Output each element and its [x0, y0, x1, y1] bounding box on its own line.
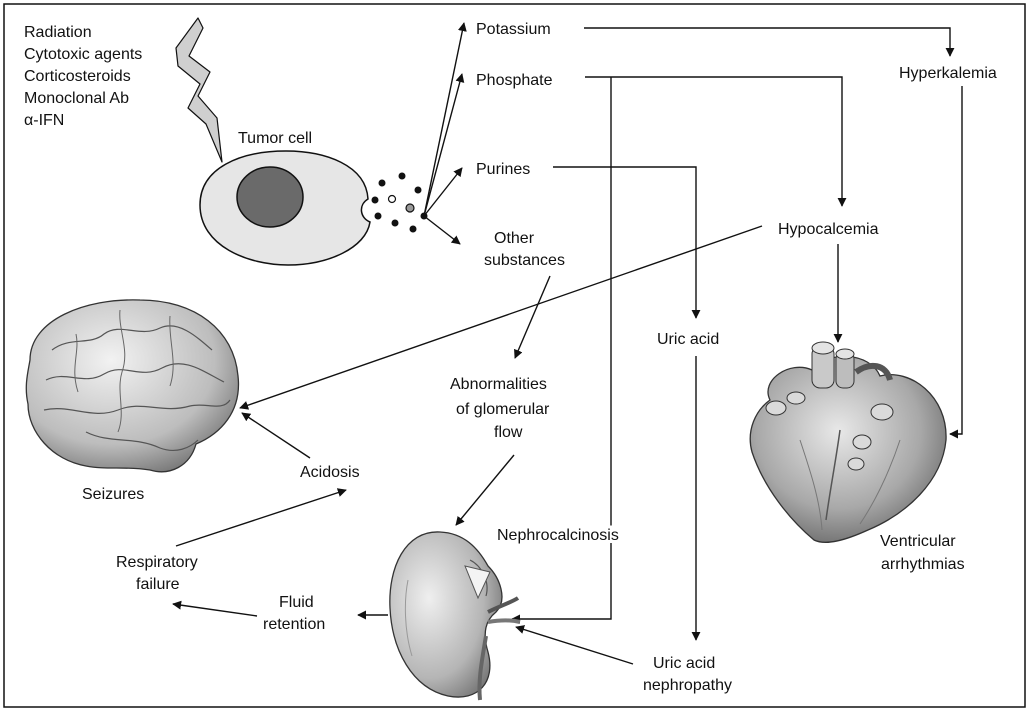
- fluid-retention-label-1: Fluid: [279, 594, 314, 611]
- tumor-cell-label: Tumor cell: [238, 130, 312, 147]
- respiratory-failure-label-1: Respiratory: [116, 554, 198, 571]
- abnormalities-label-2: of glomerular: [456, 401, 550, 418]
- seizures-label: Seizures: [82, 486, 144, 503]
- abnormalities-label-1: Abnormalities: [450, 376, 547, 393]
- purines-label: Purines: [476, 161, 530, 178]
- trigger-cytotoxic-agents: Cytotoxic agents: [24, 46, 142, 63]
- acidosis-label: Acidosis: [300, 464, 360, 481]
- hypocalcemia-label: Hypocalcemia: [778, 221, 879, 238]
- phosphate-label: Phosphate: [476, 72, 553, 89]
- trigger-radiation: Radiation: [24, 24, 92, 41]
- hyperkalemia-label: Hyperkalemia: [899, 65, 997, 82]
- other-substances-label-1: Other: [494, 230, 535, 247]
- trigger-alpha-ifn: α-IFN: [24, 112, 64, 129]
- other-substances-label-2: substances: [484, 252, 565, 269]
- uric-acid-nephropathy-label-2: nephropathy: [643, 677, 732, 694]
- abnormalities-label-3: flow: [494, 424, 523, 441]
- trigger-monoclonal-ab: Monoclonal Ab: [24, 90, 129, 107]
- fluid-retention-label-2: retention: [263, 616, 325, 633]
- respiratory-failure-label-2: failure: [136, 576, 180, 593]
- potassium-label: Potassium: [476, 21, 551, 38]
- trigger-corticosteroids: Corticosteroids: [24, 68, 131, 85]
- uric-acid-nephropathy-label-1: Uric acid: [653, 655, 715, 672]
- ventricular-arrhythmias-label-1: Ventricular: [880, 533, 956, 550]
- ventricular-arrhythmias-label-2: arrhythmias: [881, 556, 965, 573]
- tumor-cell-nucleus: [237, 167, 303, 227]
- uric-acid-label: Uric acid: [657, 331, 719, 348]
- nephrocalcinosis-label: Nephrocalcinosis: [497, 527, 619, 544]
